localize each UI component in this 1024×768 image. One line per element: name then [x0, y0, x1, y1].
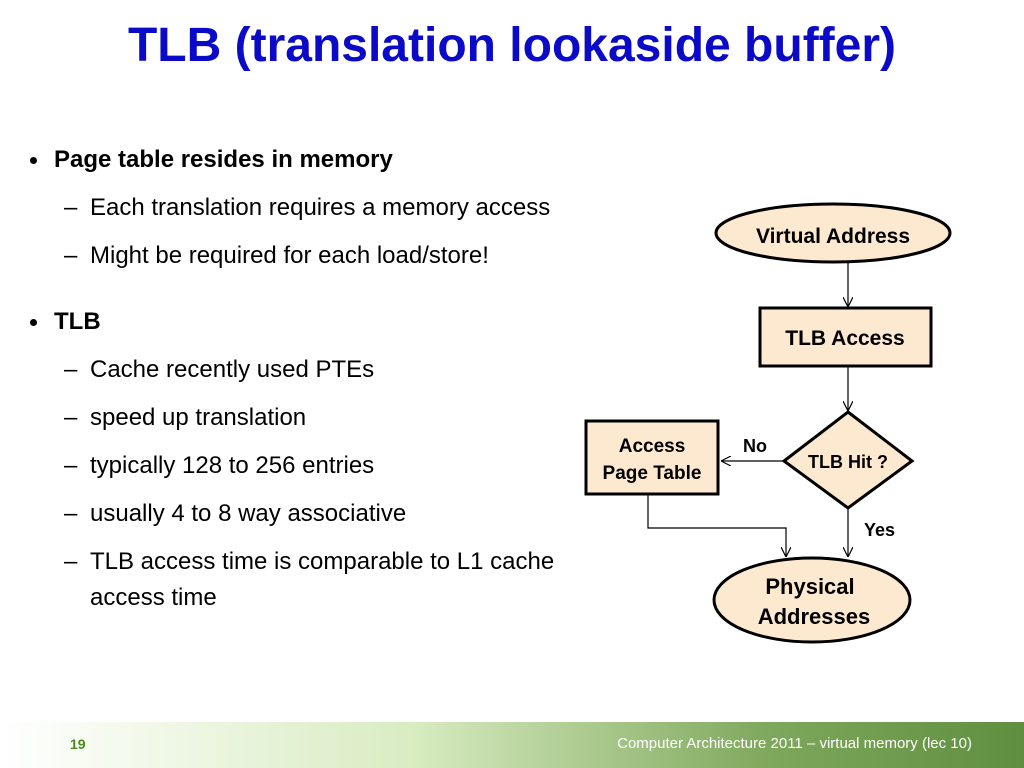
bullet-list: Page table resides in memory –Each trans…: [28, 142, 588, 628]
footer-bar: 19 Computer Architecture 2011 – virtual …: [0, 722, 1024, 768]
yes-label: Yes: [864, 520, 895, 540]
no-label: No: [743, 436, 767, 456]
bullet-text: Page table resides in memory: [54, 146, 393, 173]
physical-addresses-label-1: Physical: [765, 574, 854, 599]
physical-addresses-label-2: Addresses: [758, 604, 871, 629]
virtual-address-label: Virtual Address: [756, 225, 910, 248]
sub-bullet-text: Might be required for each load/store!: [90, 242, 489, 269]
access-page-table-node: Access Page Table: [584, 419, 720, 496]
bullet-page-table: Page table resides in memory: [28, 142, 588, 178]
physical-addresses-node: Physical Addresses: [712, 556, 912, 644]
sub-bullet-text: Cache recently used PTEs: [90, 356, 375, 383]
sub-bullet-text: speed up translation: [90, 404, 307, 431]
physical-addresses-shape: [712, 556, 912, 644]
dash-icon: –: [64, 404, 78, 431]
virtual-address-node: Virtual Address: [714, 202, 952, 264]
bullet-tlb: TLB: [28, 304, 588, 340]
arrow-pagetable-to-physical: [647, 495, 786, 556]
page-number: 19: [70, 736, 86, 752]
sub-bullet-text: Each translation requires a memory acces…: [90, 194, 551, 221]
tlb-hit-node: TLB Hit ?: [781, 410, 915, 510]
sub-bullet-text: typically 128 to 256 entries: [90, 452, 375, 479]
bullet-dot-icon: [30, 157, 37, 164]
sub-bullet: –speed up translation: [28, 400, 588, 436]
dash-icon: –: [64, 548, 78, 575]
sub-bullet: –Cache recently used PTEs: [28, 352, 588, 388]
dash-icon: –: [64, 242, 78, 269]
sub-bullet-text: usually 4 to 8 way associative: [90, 500, 407, 527]
sub-bullet: –Each translation requires a memory acce…: [28, 190, 588, 226]
tlb-access-node: TLB Access: [758, 306, 933, 368]
slide-title: TLB (translation lookaside buffer): [127, 19, 897, 72]
dash-icon: –: [64, 194, 78, 221]
tlb-access-shape: [758, 306, 933, 368]
sub-bullet: –typically 128 to 256 entries: [28, 448, 588, 484]
bullet-text: TLB: [54, 308, 101, 335]
bullet-dot-icon: [30, 319, 37, 326]
access-page-table-shape: [584, 419, 720, 496]
access-page-table-label-1: Access: [619, 436, 686, 457]
dash-icon: –: [64, 500, 78, 527]
dash-icon: –: [64, 356, 78, 383]
sub-bullet-text: TLB access time is comparable to L1 cach…: [90, 548, 555, 611]
tlb-hit-label: TLB Hit ?: [808, 452, 888, 472]
dash-icon: –: [64, 452, 78, 479]
footer-course-title: Computer Architecture 2011 – virtual mem…: [617, 735, 972, 752]
tlb-hit-shape: [781, 410, 915, 510]
sub-bullet: –TLB access time is comparable to L1 cac…: [28, 544, 588, 616]
sub-bullet: –usually 4 to 8 way associative: [28, 496, 588, 532]
sub-bullet: –Might be required for each load/store!: [28, 238, 588, 274]
tlb-access-label: TLB Access: [785, 327, 904, 350]
access-page-table-label-2: Page Table: [603, 463, 702, 484]
virtual-address-shape: [714, 202, 952, 264]
